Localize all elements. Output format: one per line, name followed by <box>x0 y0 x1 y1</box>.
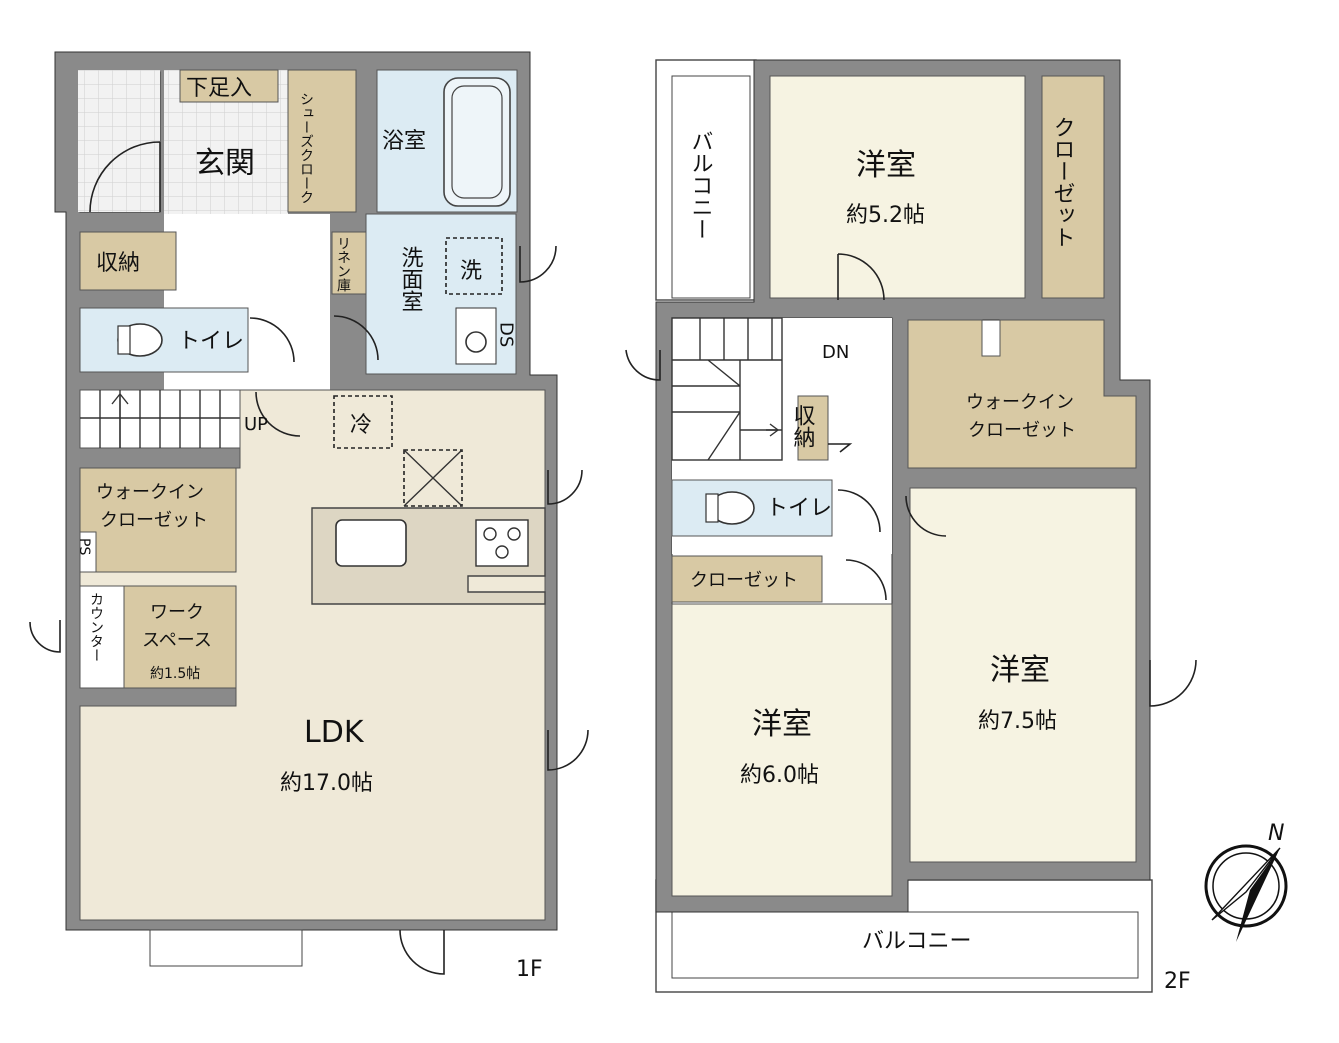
wic-2f <box>907 319 1137 469</box>
floor-2 <box>625 59 1197 993</box>
storage-1f <box>79 231 177 291</box>
ldk-door[interactable] <box>255 391 301 437</box>
workspace-door[interactable] <box>29 620 61 653</box>
room1-door[interactable] <box>837 253 885 301</box>
floor2-label: 2F <box>1164 969 1191 994</box>
entrance-door[interactable] <box>89 141 161 213</box>
room3-floor <box>909 487 1137 863</box>
ldk-label: LDK <box>304 715 365 750</box>
toilet-tank-1f <box>117 325 131 355</box>
room2-label: 洋室 <box>752 707 812 742</box>
closet-horizontal-label: クローゼット <box>690 570 798 591</box>
getabako <box>179 69 279 103</box>
fridge-space <box>333 395 393 449</box>
floor1-label: 1F <box>516 957 543 982</box>
work-label-1: ワーク <box>150 602 204 623</box>
balcony-door[interactable] <box>625 349 661 381</box>
ldk-side-door[interactable] <box>547 729 589 771</box>
room2-door[interactable] <box>845 559 887 601</box>
ps-label: PS <box>76 538 92 555</box>
storage-1f-label: 収納 <box>96 251 140 276</box>
closet-horizontal <box>671 555 823 603</box>
bath-label: 浴室 <box>382 129 426 154</box>
cooktop <box>475 519 529 567</box>
toilet-2f-label: トイレ <box>766 496 832 521</box>
ldk-bottom-door[interactable] <box>399 929 445 975</box>
balcony-bottom-label: バルコニー <box>862 929 972 954</box>
wash-basin <box>455 307 497 365</box>
fridge-label: 冷 <box>350 413 372 438</box>
room1-label: 洋室 <box>856 148 916 183</box>
wic-1f <box>79 467 237 573</box>
ldk-size-label: 約17.0帖 <box>280 771 373 796</box>
compass-n-label: N <box>1268 821 1284 846</box>
toilet-1f <box>79 307 249 373</box>
ds-label: DS <box>496 322 517 347</box>
stairs-2f <box>671 317 783 461</box>
compass-needle <box>1236 848 1280 942</box>
work-space <box>123 585 237 689</box>
dn-label: DN <box>822 342 849 363</box>
wic-2f-label-2: クローゼット <box>968 420 1076 441</box>
stair-treads-1f <box>80 390 240 448</box>
balcony-side-label: バルコニー <box>688 130 713 240</box>
closet-vertical <box>1041 75 1105 299</box>
toilet-door-2f[interactable] <box>837 489 881 533</box>
wic-1f-label-1: ウォークイン <box>96 482 204 503</box>
room3-label: 洋室 <box>990 653 1050 688</box>
wic-1f-label-2: クローゼット <box>100 510 208 531</box>
room1-size-label: 約5.2帖 <box>846 203 925 228</box>
cupboard-space <box>403 449 463 507</box>
shoe-cloak <box>287 69 357 213</box>
room1-floor <box>769 75 1026 299</box>
storage-2f <box>797 395 829 461</box>
compass <box>1204 844 1288 942</box>
bay-window <box>149 929 303 967</box>
floor-1 <box>29 51 589 975</box>
bathtub-inner <box>451 85 503 199</box>
room3-size-label: 約7.5帖 <box>978 709 1057 734</box>
work-size-label: 約1.5帖 <box>150 666 200 682</box>
washroom-label: 洗面室 <box>398 246 424 312</box>
linen-storage <box>331 231 367 295</box>
washroom-door[interactable] <box>333 315 379 361</box>
room3-side-door[interactable] <box>1149 659 1197 707</box>
shoe-cloak-label: シューズクローク <box>298 92 314 204</box>
kitchen-sink <box>335 519 407 567</box>
bathtub <box>443 77 511 207</box>
storage-2f-label: 収納 <box>790 404 816 448</box>
genkan-label: 玄関 <box>195 146 255 181</box>
linen-label: リネン庫 <box>335 236 351 292</box>
room2-size-label: 約6.0帖 <box>740 763 819 788</box>
porch-tile <box>78 70 160 212</box>
counter-label: カウンター <box>88 592 104 662</box>
wic-2f-label-1: ウォークイン <box>966 392 1074 413</box>
ps-1f <box>79 531 97 573</box>
closet-vertical-label: クローゼット <box>1050 116 1075 248</box>
work-label-2: スペース <box>142 630 212 651</box>
washer-space <box>445 237 503 295</box>
toilet-1f-label: トイレ <box>178 329 244 354</box>
cupboard-cross <box>403 449 463 507</box>
counter-1f <box>79 585 125 689</box>
room3-door[interactable] <box>905 495 947 537</box>
wash-label: 洗 <box>460 259 482 284</box>
basin-bowl <box>465 331 487 353</box>
getabako-label: 下足入 <box>186 76 252 101</box>
kitchen-side-door[interactable] <box>547 469 583 505</box>
toilet-door-1f[interactable] <box>249 317 295 363</box>
washroom-exterior-door[interactable] <box>519 245 557 283</box>
up-label: UP <box>244 414 268 435</box>
room2-floor <box>671 603 893 897</box>
